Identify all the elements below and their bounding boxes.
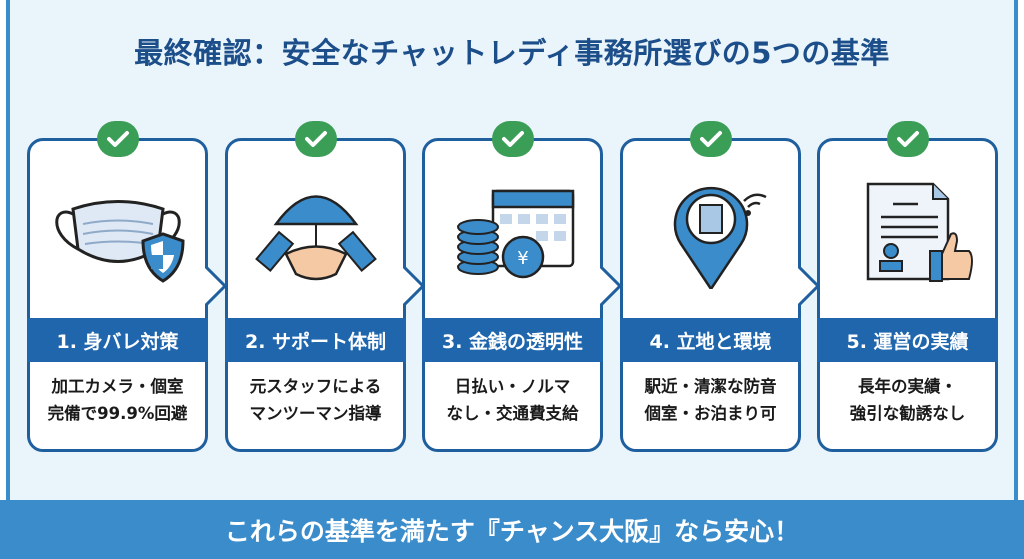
check-icon xyxy=(886,121,929,157)
card-description-line: 個室・お泊まり可 xyxy=(644,404,777,423)
check-icon xyxy=(96,121,139,157)
criteria-card: 2. サポート体制 元スタッフによるマンツーマン指導 xyxy=(225,121,425,452)
card-description-line: 強引な勧誘なし xyxy=(849,404,966,423)
card-description: 加工カメラ・個室完備で99.9%回避 xyxy=(30,373,205,427)
check-icon xyxy=(294,121,337,157)
card-label: 2. サポート体制 xyxy=(225,318,406,362)
card-description-line: 加工カメラ・個室 xyxy=(51,377,184,396)
criteria-card: 1. 身バレ対策 加工カメラ・個室完備で99.9%回避 xyxy=(27,121,227,452)
card-description-line: なし・交通費支給 xyxy=(446,404,579,423)
card-description: 駅近・清潔な防音個室・お泊まり可 xyxy=(623,373,798,427)
criteria-card: 5. 運営の実績 長年の実績・強引な勧誘なし xyxy=(817,121,998,452)
arrow-right-icon xyxy=(205,266,227,306)
card-description: 元スタッフによるマンツーマン指導 xyxy=(228,373,403,427)
card-description-line: マンツーマン指導 xyxy=(249,404,382,423)
bottom-banner: これらの基準を満たす『チャンス大阪』なら安心！ xyxy=(0,500,1024,559)
card-description-line: 駅近・清潔な防音 xyxy=(644,377,777,396)
card-label: 1. 身バレ対策 xyxy=(27,318,208,362)
check-icon xyxy=(689,121,732,157)
mask-shield-icon xyxy=(30,179,205,299)
card-description: 長年の実績・強引な勧誘なし xyxy=(820,373,995,427)
card-description: 日払い・ノルマなし・交通費支給 xyxy=(425,373,600,427)
card-label: 4. 立地と環境 xyxy=(620,318,801,362)
card-label: 5. 運営の実績 xyxy=(817,318,998,362)
check-icon xyxy=(491,121,534,157)
criteria-card: ¥ 3. 金銭の透明性 日払い・ノルマなし・交通費支給 xyxy=(422,121,622,452)
card-description-line: 元スタッフによる xyxy=(249,377,382,396)
document-thumbs-up-icon xyxy=(820,179,995,299)
location-building-icon xyxy=(623,179,798,299)
criteria-card: 4. 立地と環境 駅近・清潔な防音個室・お泊まり可 xyxy=(620,121,820,452)
card-label: 3. 金銭の透明性 xyxy=(422,318,603,362)
arrow-right-icon xyxy=(600,266,622,306)
card-description-line: 完備で99.9%回避 xyxy=(47,404,188,423)
calendar-coins-icon: ¥ xyxy=(425,179,600,299)
umbrella-handshake-icon xyxy=(228,179,403,299)
card-description-line: 日払い・ノルマ xyxy=(454,377,571,396)
svg-text:¥: ¥ xyxy=(517,248,528,269)
card-description-line: 長年の実績・ xyxy=(858,377,957,396)
page-title: 最終確認：安全なチャットレディ事務所選びの5つの基準 xyxy=(134,36,890,70)
